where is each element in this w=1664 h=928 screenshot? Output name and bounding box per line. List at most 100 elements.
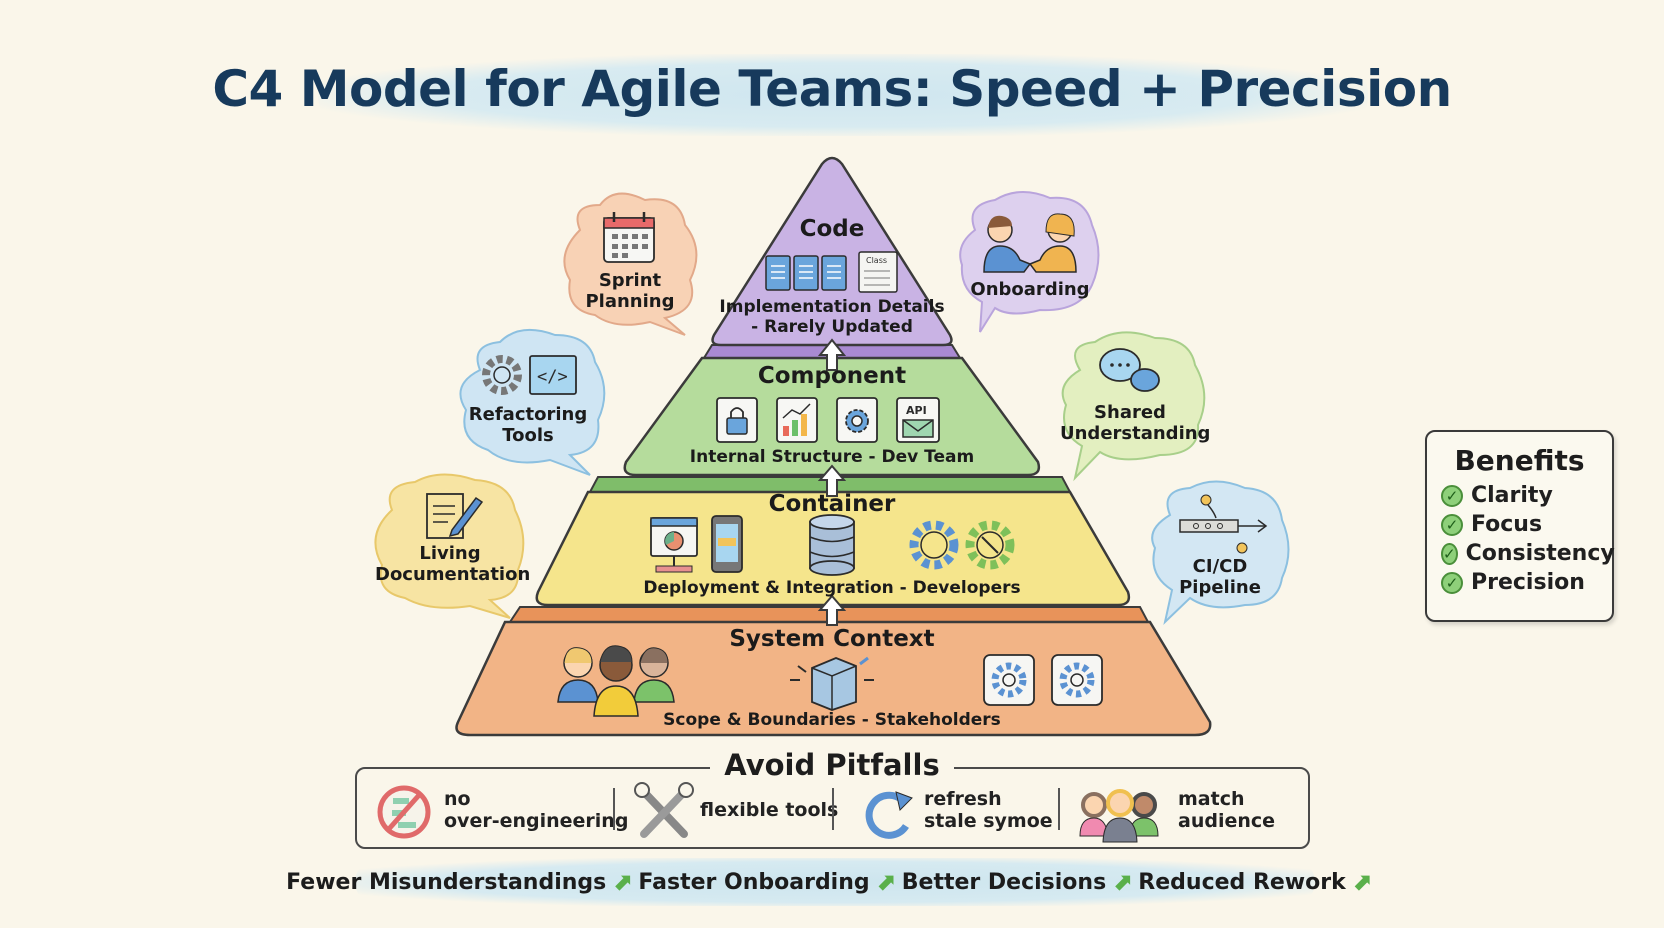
class-file-icon: Class: [858, 251, 898, 293]
pitfall-divider: [613, 788, 615, 830]
outcomes-row: Fewer Misunderstandings⬈ Faster Onboardi…: [0, 868, 1664, 896]
layer-arrows: [817, 338, 847, 626]
web-app-icon: [650, 517, 698, 573]
gear-tool-icon: [965, 520, 1015, 570]
benefits-title: Benefits: [1454, 444, 1585, 477]
title-background-band: [318, 54, 1368, 136]
audience-icon: [1079, 789, 1159, 843]
layer-system-context-description: Scope & Boundaries - Stakeholders: [663, 710, 1001, 730]
layer-code: [711, 156, 953, 347]
outcomes-background-band: [355, 858, 1315, 906]
arrow-up-right-icon: ⬈: [1112, 868, 1133, 896]
check-icon: ✓: [1441, 571, 1463, 594]
chart-file-icon: [776, 397, 818, 443]
outcome-label: Reduced Rework: [1138, 869, 1346, 895]
bubble-living-documentation: [374, 473, 525, 619]
api-mail-file-icon: API: [896, 397, 940, 443]
layer-code-description-line2: - Rarely Updated: [751, 317, 913, 337]
bubble-refactoring-tools-label: Refactoring Tools: [468, 404, 588, 446]
benefit-label: Consistency: [1465, 541, 1615, 566]
people-icon: [557, 645, 675, 717]
system-context-icons: [557, 645, 1103, 717]
outcome-label: Fewer Misunderstandings: [286, 869, 607, 895]
bubble-shared-understanding: [1061, 331, 1206, 482]
layer-code-description-line1: Implementation Details: [719, 297, 945, 317]
svg-text:Class: Class: [866, 256, 887, 265]
gear-file-icon: [836, 397, 878, 443]
check-icon: ✓: [1441, 484, 1463, 507]
benefit-item: ✓ Focus: [1441, 512, 1612, 537]
container-icons: [650, 514, 1015, 576]
page-title: C4 Model for Agile Teams: Speed + Precis…: [212, 60, 1452, 118]
bubble-onboarding: [959, 191, 1100, 333]
pitfall-divider: [1058, 788, 1060, 830]
bubble-cicd-pipeline-label: CI/CD Pipeline: [1170, 556, 1270, 598]
component-icons: API: [716, 397, 940, 443]
no-diagram-icon: [377, 785, 431, 839]
bubble-label-line: Sprint: [598, 270, 662, 291]
arrow-up-right-icon: ⬈: [612, 868, 633, 896]
check-icon: ✓: [1441, 513, 1463, 536]
benefit-label: Precision: [1471, 570, 1585, 595]
pitfall-text-line: match: [1178, 788, 1245, 810]
bubble-cicd-pipeline: [1151, 480, 1290, 625]
bubble-label-line: Planning: [585, 291, 675, 312]
layer-code-title: Code: [799, 216, 865, 242]
pipeline-icon: [1179, 494, 1268, 554]
pitfall-text-line: refresh: [924, 788, 1002, 810]
bubble-label-line: Refactoring: [468, 404, 588, 425]
svg-text:API: API: [906, 404, 927, 417]
document-pencil-icon: [426, 493, 484, 539]
benefit-label: Clarity: [1471, 483, 1553, 508]
bubble-refactoring-tools: </>: [459, 328, 606, 476]
gear-code-icon: </>: [482, 355, 577, 395]
pitfalls-title: Avoid Pitfalls: [710, 748, 954, 782]
refresh-icon: [865, 791, 913, 839]
benefits-panel: Benefits ✓Clarity ✓Focus ✓Consistency ✓P…: [1425, 430, 1615, 622]
mobile-app-icon: [711, 515, 743, 573]
layer-component-description: Internal Structure - Dev Team: [689, 447, 975, 467]
pitfall-text-line: no: [444, 788, 471, 810]
calendar-icon: [603, 212, 655, 263]
benefit-item: ✓ Consistency: [1441, 541, 1615, 566]
outcome-label: Faster Onboarding: [638, 869, 870, 895]
gear-icon: [983, 654, 1035, 706]
bubble-label-line: Documentation: [375, 564, 531, 585]
bubble-label-line: CI/CD: [1192, 556, 1248, 577]
bubble-living-documentation-label: Living Documentation: [375, 543, 531, 585]
file-icon: [765, 255, 791, 291]
layer-container-description: Deployment & Integration - Developers: [643, 578, 1021, 598]
layer-container-title: Container: [768, 491, 896, 517]
wrench-screwdriver-icon: [634, 782, 694, 838]
benefit-label: Focus: [1471, 512, 1543, 537]
bubble-sprint-planning-label: Sprint Planning: [580, 270, 680, 312]
bubble-onboarding-label: Onboarding: [970, 279, 1090, 300]
file-icon: [821, 255, 847, 291]
database-icon: [809, 514, 855, 576]
bubble-shared-understanding-label: Shared Understanding: [1060, 402, 1210, 444]
pitfall-text-line: stale symoe: [924, 810, 1053, 832]
pitfall-text-line: over-engineering: [444, 810, 629, 832]
pitfall-flexible-tools: flexible tools: [700, 784, 838, 836]
gear-icon: [909, 520, 959, 570]
check-icon: ✓: [1441, 542, 1458, 565]
layer-component-title: Component: [757, 363, 907, 389]
code-file-icons: Class: [765, 251, 898, 293]
file-icon: [793, 255, 819, 291]
layer-system-context-title: System Context: [729, 626, 935, 652]
benefit-item: ✓ Precision: [1441, 570, 1612, 595]
pitfall-divider: [832, 788, 834, 830]
bubble-label-line: Pipeline: [1179, 577, 1261, 598]
outcome-label: Better Decisions: [901, 869, 1107, 895]
bubble-label-line: Shared: [1094, 402, 1166, 423]
handshake-icon: [983, 213, 1077, 273]
lock-file-icon: [716, 397, 758, 443]
bubble-sprint-planning: [563, 192, 698, 336]
svg-text:</>: </>: [537, 367, 568, 387]
benefit-item: ✓ Clarity: [1441, 483, 1612, 508]
bubble-label-line: Tools: [502, 425, 554, 446]
